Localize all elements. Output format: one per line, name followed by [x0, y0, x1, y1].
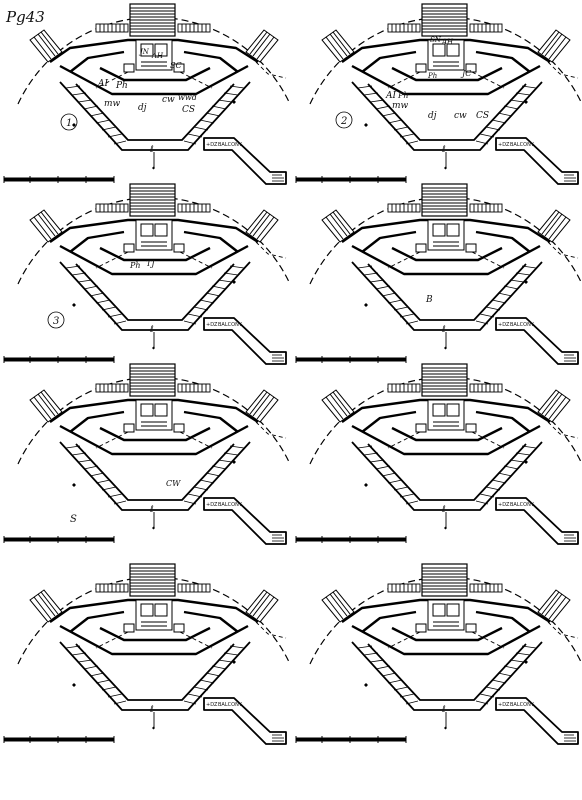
center-line-label: ℓ	[149, 145, 154, 155]
note-text: AH	[441, 38, 454, 46]
center-line-label: ℓ	[441, 505, 446, 515]
balcony-label: BALCONY	[510, 142, 535, 148]
balcony-code: +DZ	[206, 502, 218, 508]
note-text: JC	[460, 69, 471, 78]
note-text: AI	[385, 91, 396, 101]
plan-panel: +DZ BALCONY ℓ 3 Ph TJ	[2, 182, 292, 366]
balcony-code: +DZ	[206, 322, 218, 328]
balcony-code: +DZ	[498, 142, 510, 148]
note-text: mw	[104, 99, 121, 109]
balcony-code: +DZ	[498, 502, 510, 508]
center-line-label: ℓ	[441, 145, 446, 155]
note-text: CW	[166, 479, 181, 488]
panel-number: 2	[340, 116, 347, 127]
plan-panel: +DZ BALCONY ℓ 1 AI Ph mw dj cw wwd CS SC…	[2, 2, 292, 186]
balcony-label: BALCONY	[510, 702, 535, 708]
center-line-label: ℓ	[149, 505, 154, 515]
note-text: CS	[182, 105, 195, 115]
note-text: JN	[138, 48, 150, 56]
note-text: B	[425, 295, 433, 305]
balcony-code: +DZ	[498, 322, 510, 328]
note-text: cw	[162, 95, 175, 105]
note-text: AI	[97, 79, 108, 89]
balcony-label: BALCONY	[510, 502, 535, 508]
center-line-label: ℓ	[441, 705, 446, 715]
note-text: SN	[430, 36, 442, 44]
plan-panel: +DZ BALCONY ℓ	[294, 362, 582, 546]
panel-number: 3	[53, 316, 59, 327]
balcony-code: +DZ	[206, 702, 218, 708]
balcony-label: BALCONY	[218, 322, 243, 328]
balcony-code: +DZ	[206, 142, 218, 148]
plan-panel: +DZ BALCONY ℓ 2 AI Ph mw dj cw CS JC AH …	[294, 2, 582, 186]
note-text: dj	[138, 103, 147, 113]
note-text: Ph	[129, 261, 141, 270]
plan-panel: +DZ BALCONY ℓ CW S	[2, 362, 292, 546]
note-text: cw	[454, 111, 467, 121]
note-text: Ph	[397, 91, 409, 100]
note-text: Ph	[427, 72, 437, 80]
center-line-label: ℓ	[441, 325, 446, 335]
note-text: TJ	[146, 259, 155, 268]
note-text: mw	[392, 101, 409, 111]
balcony-label: BALCONY	[218, 502, 243, 508]
note-text: AH	[151, 52, 164, 60]
center-line-label: ℓ	[149, 705, 154, 715]
balcony-code: +DZ	[498, 702, 510, 708]
note-text: SC	[170, 61, 182, 70]
plan-panel: +DZ BALCONY ℓ	[2, 562, 292, 746]
balcony-label: BALCONY	[510, 322, 535, 328]
note-text: CS	[476, 111, 489, 121]
plan-panel: +DZ BALCONY ℓ	[294, 562, 582, 746]
note-text: S	[70, 514, 77, 525]
balcony-label: BALCONY	[218, 702, 243, 708]
note-text: wwd	[178, 93, 197, 102]
page-label: Pg43	[5, 8, 45, 26]
panel-number: 1	[66, 118, 72, 129]
balcony-label: BALCONY	[218, 142, 243, 148]
note-text: dj	[428, 111, 437, 121]
center-line-label: ℓ	[149, 325, 154, 335]
note-text: Ph	[115, 81, 128, 91]
plan-panel: +DZ BALCONY ℓ B	[294, 182, 582, 366]
